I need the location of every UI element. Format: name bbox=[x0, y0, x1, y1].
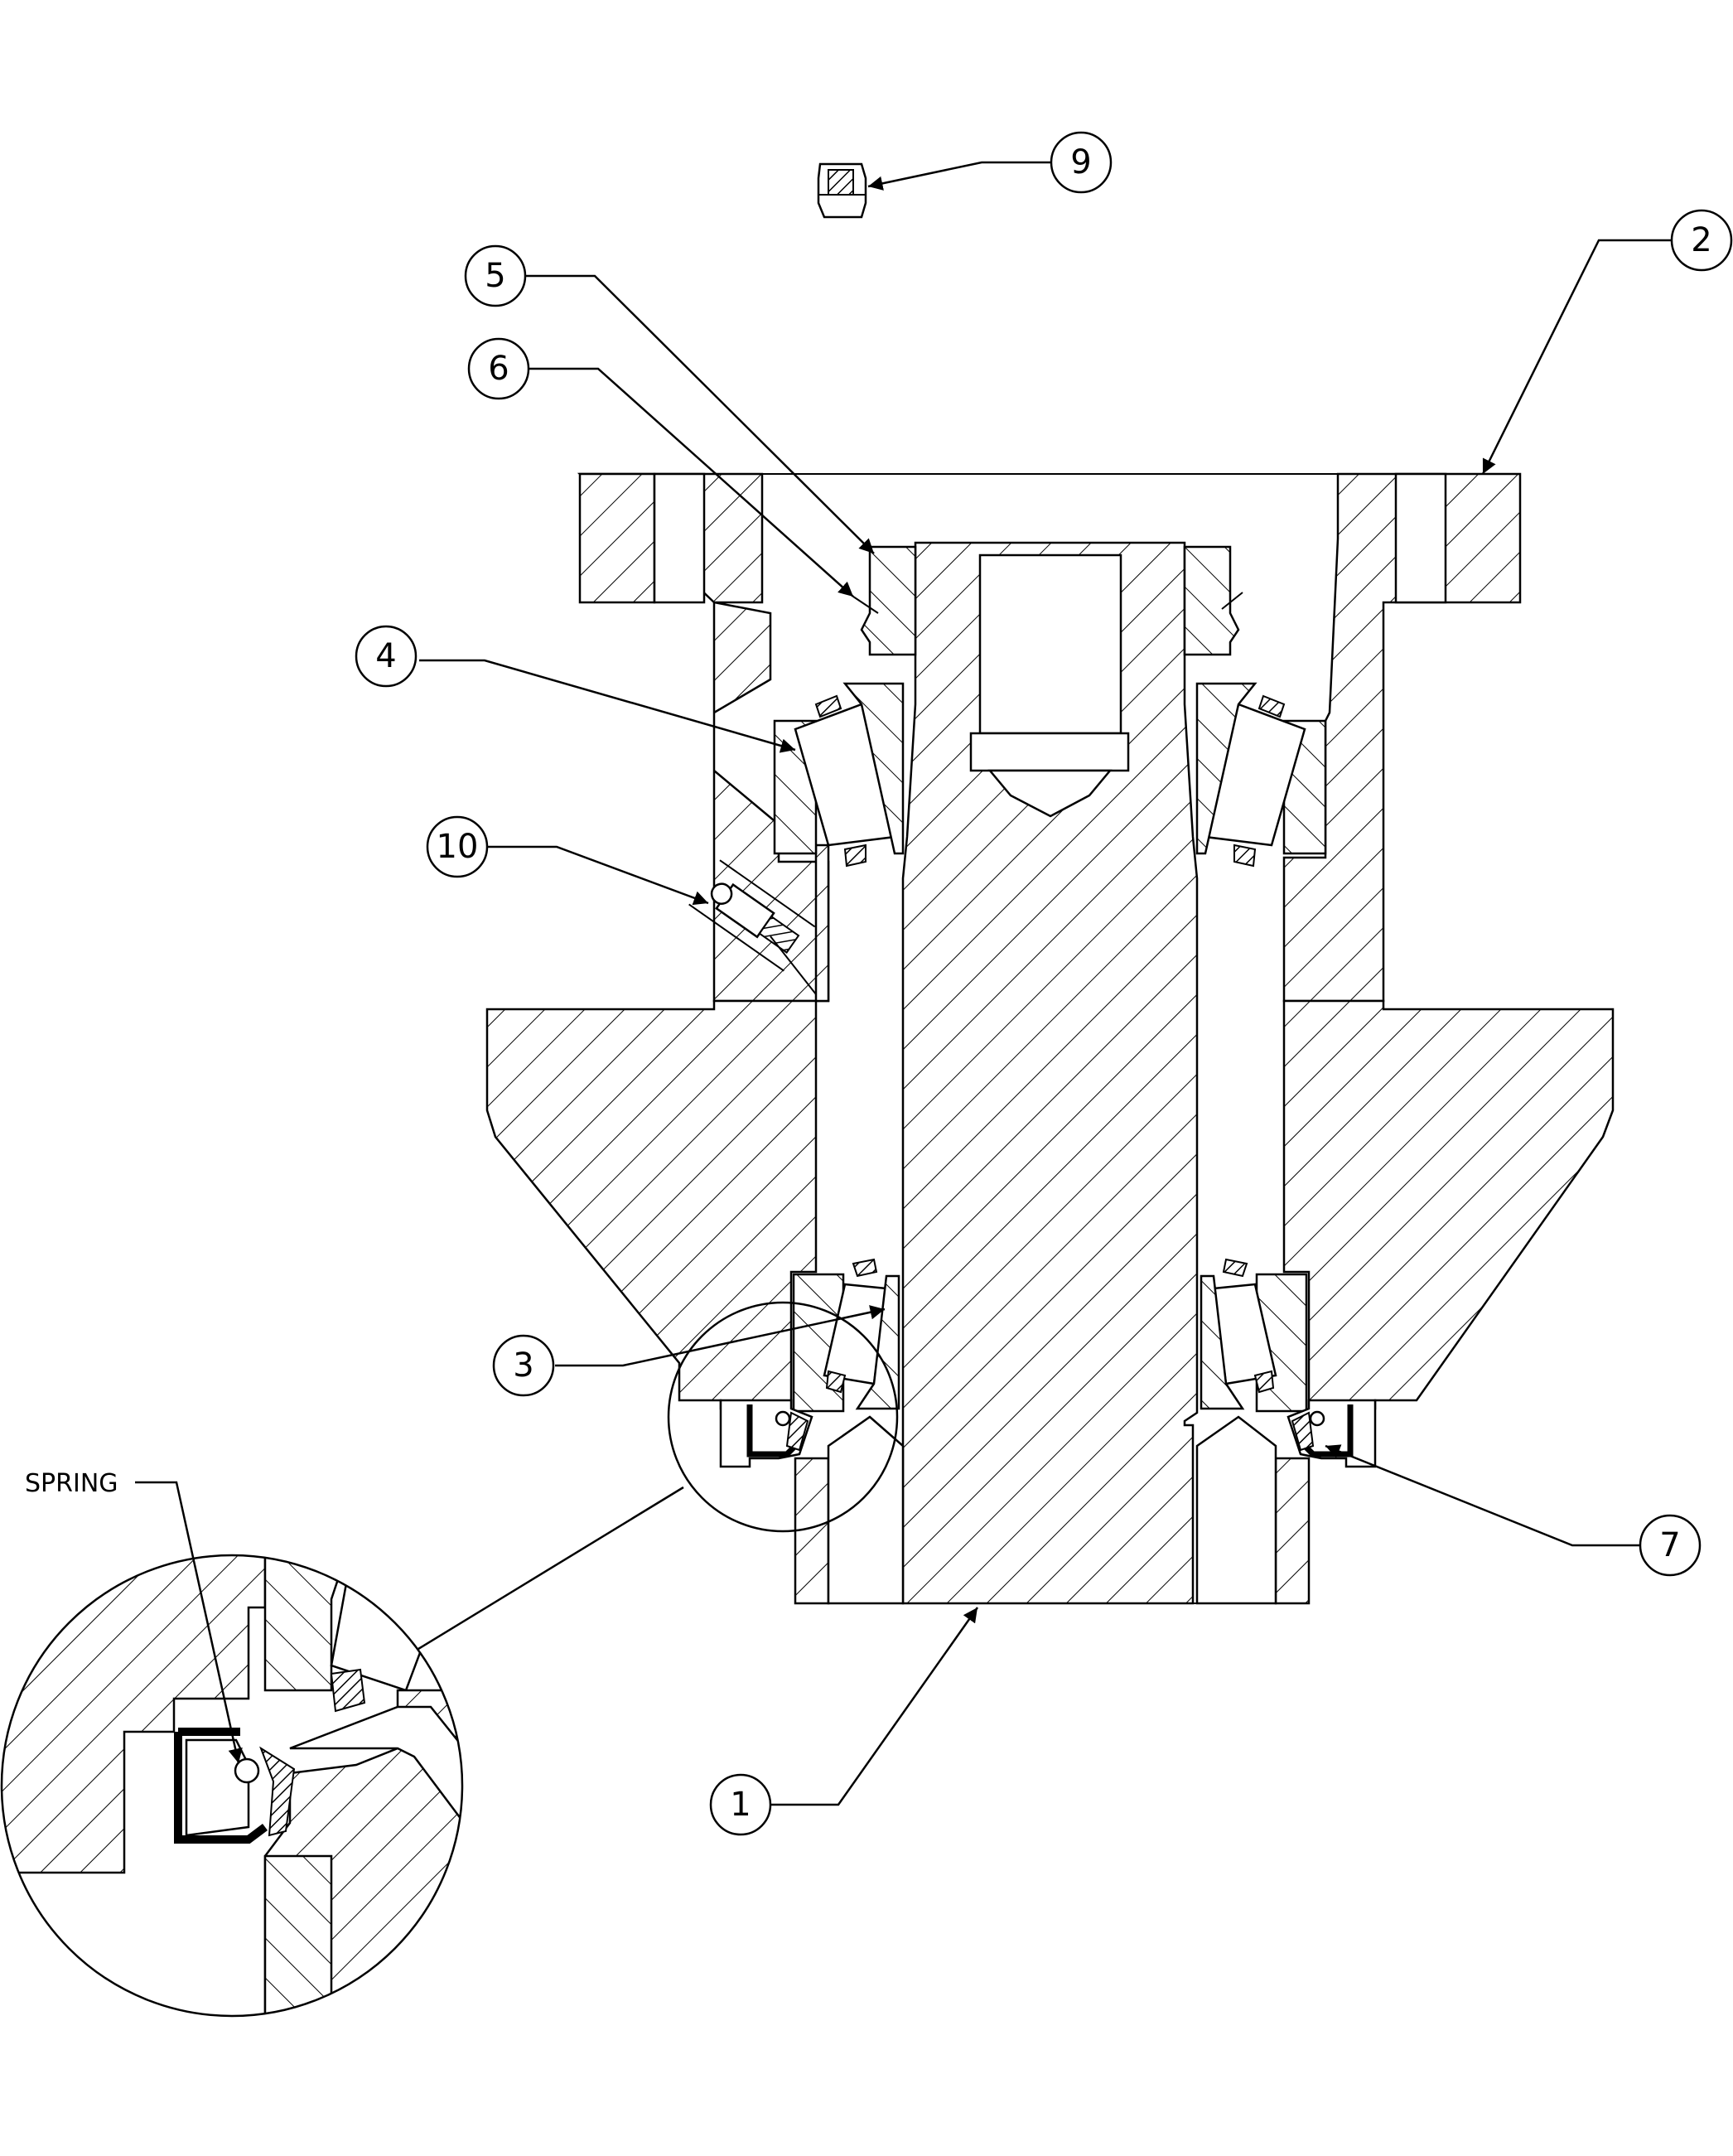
housing-left-lower bbox=[485, 844, 830, 1410]
housing-left-upper bbox=[577, 472, 830, 1003]
seal-right-lip bbox=[1291, 1411, 1315, 1452]
grease-fitting-ball bbox=[710, 882, 733, 905]
nut-right bbox=[1183, 545, 1240, 656]
upper-bearing-right-cone bbox=[1195, 682, 1258, 855]
callout-5-label: 5 bbox=[485, 257, 505, 295]
upper-bearing-left bbox=[773, 682, 905, 868]
dust-cap bbox=[817, 162, 867, 219]
detail-seal-spring bbox=[234, 1757, 260, 1784]
leader-9 bbox=[867, 161, 1050, 191]
callout-4: 4 bbox=[355, 625, 418, 688]
lower-bearing-right-cage-bottom bbox=[1253, 1370, 1275, 1394]
detail-leader bbox=[418, 1486, 684, 1651]
upper-bearing-right-cage-top bbox=[1258, 694, 1286, 718]
nut-left bbox=[860, 545, 917, 656]
housing-left-bolt-hole bbox=[653, 472, 706, 604]
cotter-pin-right bbox=[1221, 592, 1243, 610]
spindle-socket bbox=[978, 554, 1122, 735]
leader-6 bbox=[529, 367, 854, 597]
leader-1 bbox=[770, 1607, 979, 1806]
spindle-hub-left-groove bbox=[827, 1415, 905, 1605]
detail-reference-circle bbox=[667, 1301, 899, 1533]
callout-9-label: 9 bbox=[1070, 143, 1091, 181]
grease-passage-line bbox=[770, 935, 817, 995]
callout-3: 3 bbox=[492, 1334, 555, 1397]
detail-seal-case bbox=[174, 1728, 268, 1844]
seal-right-spring bbox=[1309, 1410, 1325, 1427]
detail-seal-lip bbox=[259, 1746, 296, 1837]
callout-1-label: 1 bbox=[730, 1786, 751, 1824]
detail-bearing-cup bbox=[263, 1555, 350, 1692]
upper-bearing-left-cage-top bbox=[814, 694, 842, 718]
upper-bearing-left-cone bbox=[842, 682, 905, 855]
housing-right-bolt-hole bbox=[1394, 472, 1447, 604]
lower-bearing-left-cage-top bbox=[852, 1258, 878, 1278]
detail-spindle-step bbox=[289, 1705, 462, 1826]
leader-7 bbox=[1325, 1444, 1642, 1547]
spindle-socket-recess bbox=[969, 732, 1130, 772]
grease-fitting-thread bbox=[758, 915, 800, 954]
leader-10 bbox=[471, 845, 709, 906]
grease-passage-bottom bbox=[688, 903, 784, 972]
leader-5 bbox=[525, 274, 875, 554]
spindle-hub-right-groove bbox=[1195, 1415, 1277, 1605]
callout-4-label: 4 bbox=[375, 637, 396, 675]
callout-1: 1 bbox=[709, 1773, 772, 1836]
callout-10: 10 bbox=[426, 815, 489, 878]
grease-fitting bbox=[688, 859, 816, 972]
spring-note: SPRING bbox=[25, 1469, 118, 1498]
seal-left-case bbox=[746, 1404, 798, 1457]
seal-left-spring bbox=[775, 1410, 791, 1427]
detail-cage bbox=[330, 1668, 366, 1713]
spindle-hub-right bbox=[1274, 1457, 1311, 1605]
seal-left bbox=[719, 1399, 813, 1468]
detail-spindle-face bbox=[263, 1854, 333, 2016]
cotter-pin-left bbox=[852, 596, 879, 614]
callout-6-label: 6 bbox=[488, 350, 509, 388]
grease-passage-top bbox=[719, 859, 816, 928]
lower-bearing-right-cone bbox=[1200, 1274, 1245, 1410]
leader-4 bbox=[419, 659, 796, 753]
leader-2 bbox=[1481, 239, 1672, 475]
leader-3 bbox=[555, 1305, 886, 1367]
housing-left-flange-outer bbox=[578, 472, 656, 604]
housing-right-lower bbox=[1282, 999, 1615, 1410]
lower-bearing-left bbox=[792, 1258, 900, 1413]
callout-10-label: 10 bbox=[437, 828, 479, 866]
lower-bearing-right-cage-top bbox=[1222, 1258, 1248, 1278]
callout-7-label: 7 bbox=[1659, 1526, 1680, 1564]
detail-seal-cavity bbox=[185, 1738, 250, 1837]
spindle bbox=[794, 541, 1311, 1605]
callout-5: 5 bbox=[464, 244, 527, 307]
callout-6: 6 bbox=[467, 337, 530, 400]
detail-view bbox=[0, 1554, 464, 2018]
spring-leader bbox=[135, 1481, 243, 1764]
callout-9: 9 bbox=[1050, 131, 1113, 194]
callout-2: 2 bbox=[1670, 209, 1733, 272]
dust-cap-thread bbox=[828, 169, 854, 196]
spindle-nut bbox=[852, 545, 1243, 656]
upper-bearing-left-cage-bottom bbox=[843, 844, 866, 868]
spindle-shaft bbox=[901, 541, 1199, 1605]
seal-left-lip bbox=[785, 1411, 809, 1452]
callout-7: 7 bbox=[1639, 1514, 1702, 1577]
detail-circle-outline bbox=[0, 1554, 464, 2018]
upper-bearing-right bbox=[1195, 682, 1327, 868]
lower-bearing-left-cage-bottom bbox=[825, 1370, 847, 1394]
housing bbox=[485, 472, 1615, 1410]
callout-2-label: 2 bbox=[1691, 221, 1711, 259]
upper-bearing-right-cage-bottom bbox=[1233, 844, 1257, 868]
callout-3-label: 3 bbox=[513, 1346, 533, 1385]
lower-bearing-right bbox=[1200, 1258, 1308, 1413]
spindle-socket-tip bbox=[987, 769, 1113, 818]
